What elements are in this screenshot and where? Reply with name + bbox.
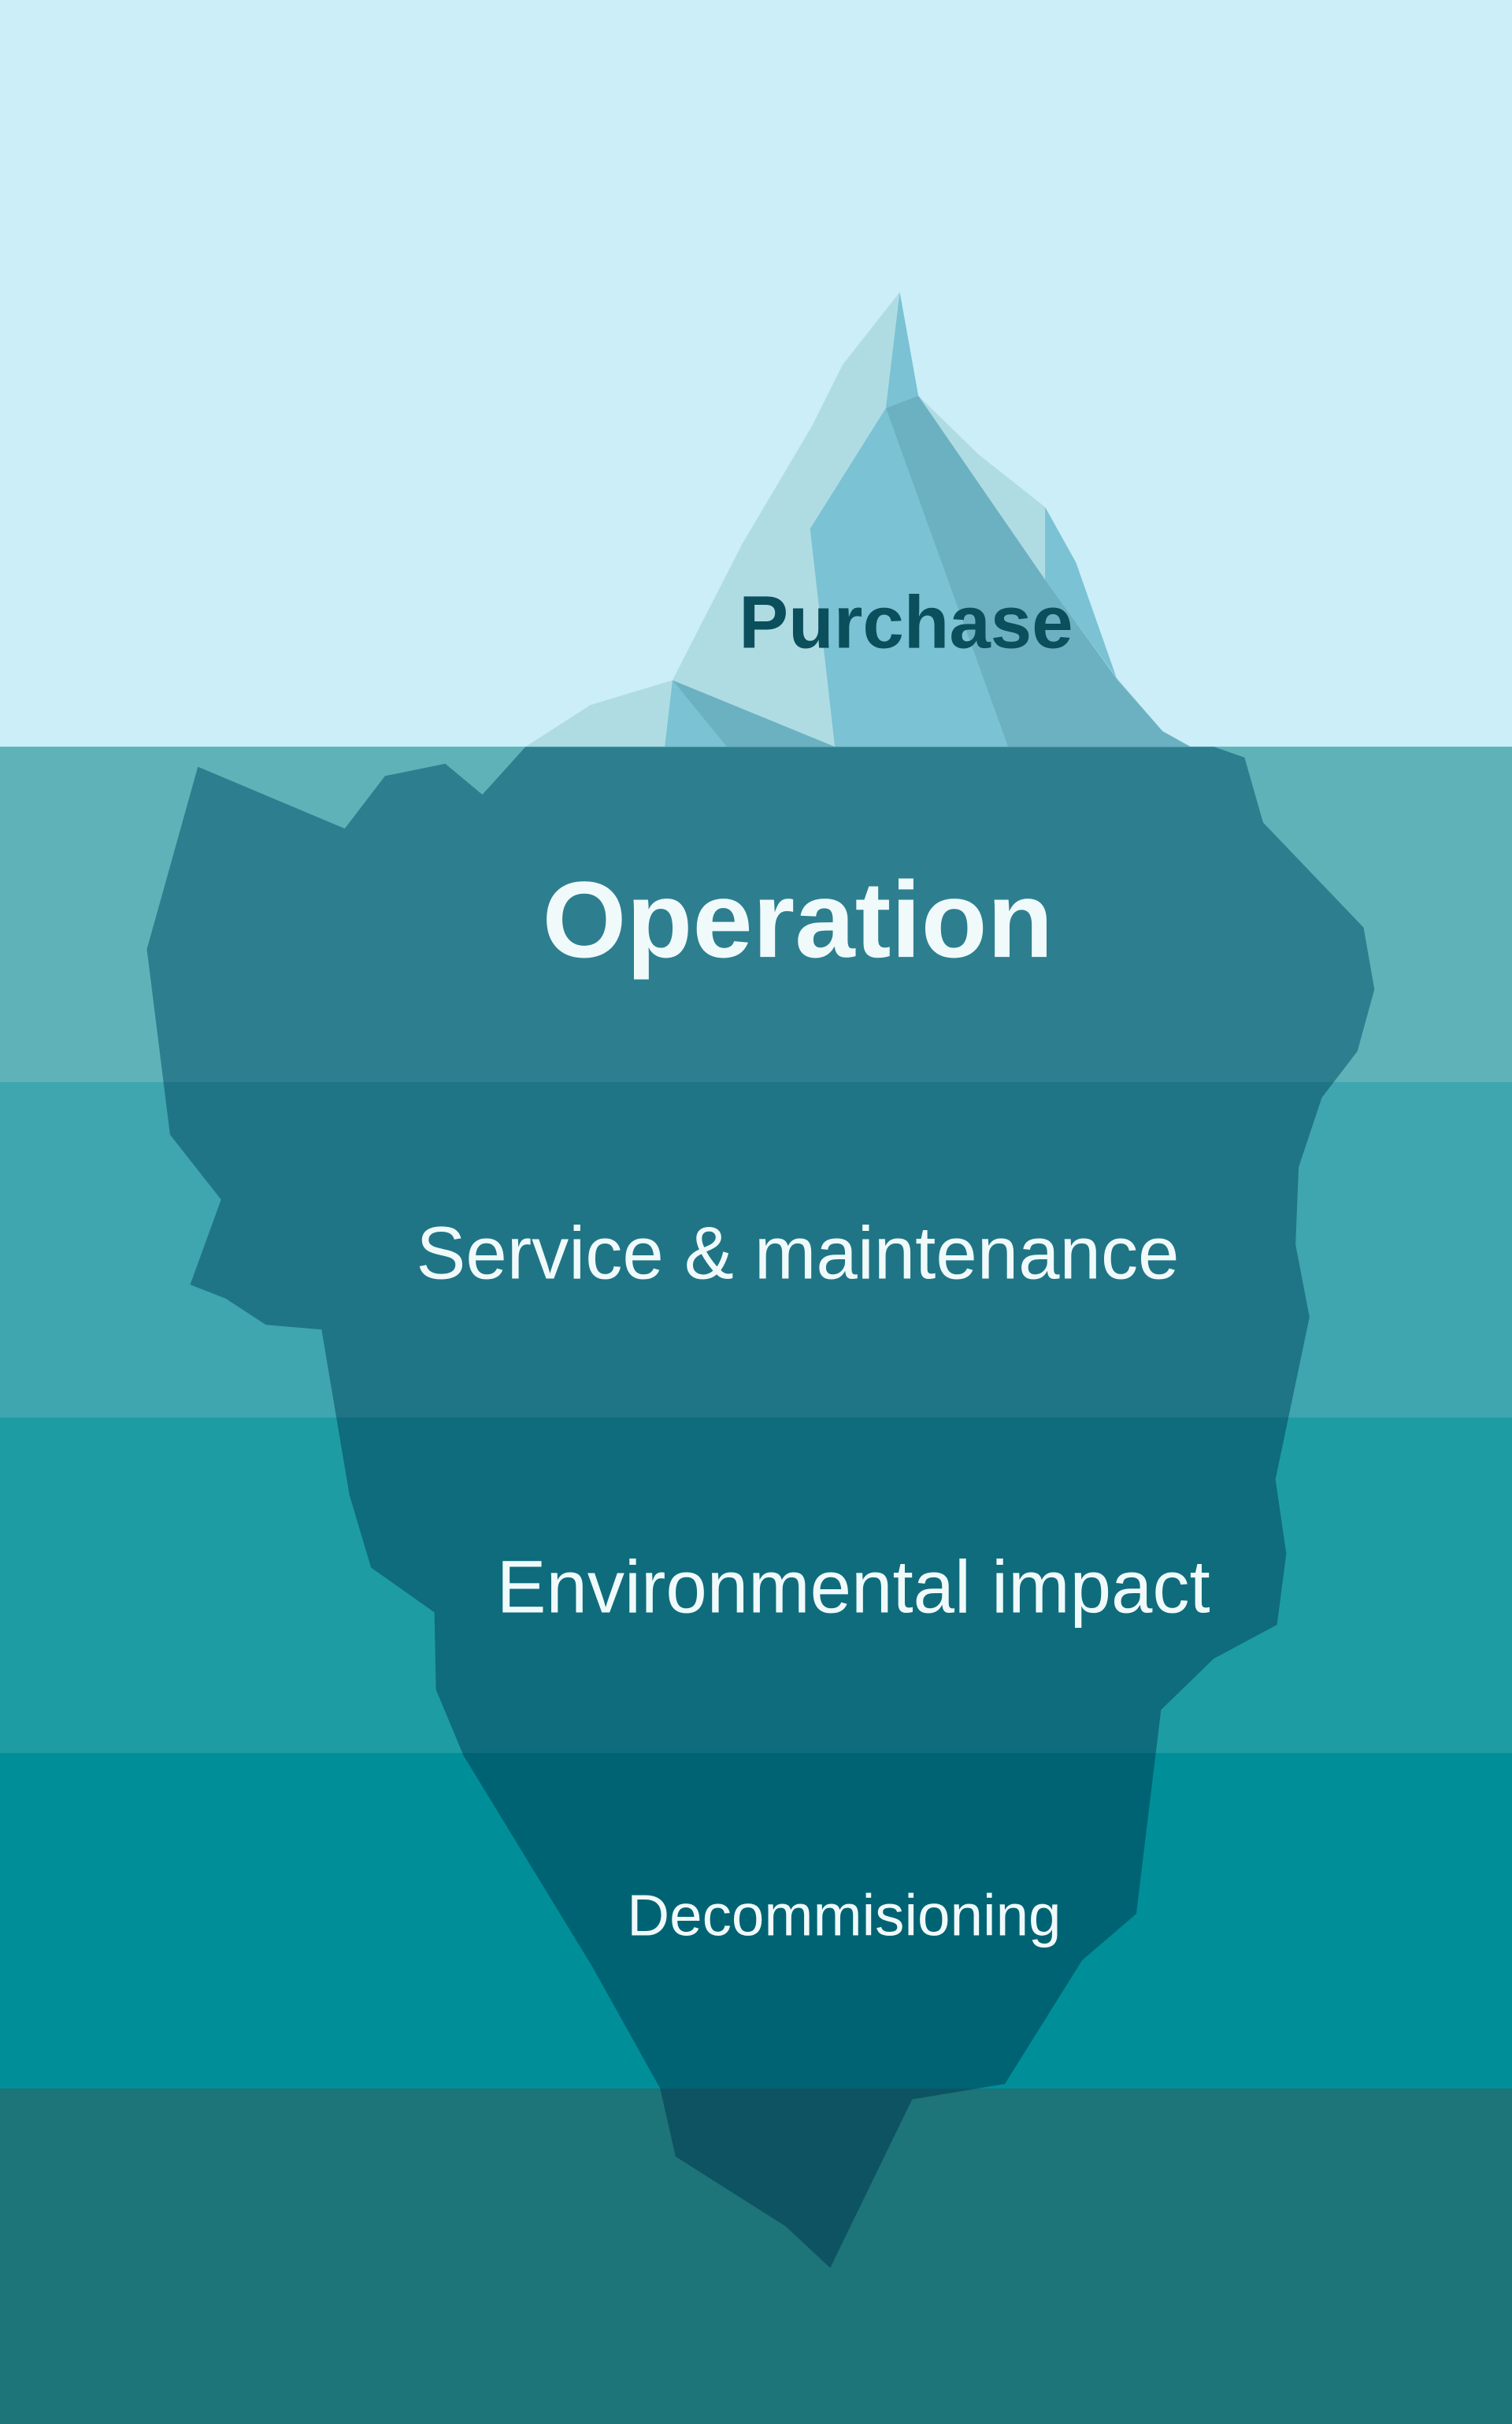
layer-service-maintenance: Service & maintenance — [417, 1211, 1180, 1294]
layer-operation: Operation — [543, 860, 1054, 980]
layer-decommissioning: Decommisioning — [627, 1882, 1061, 1948]
layer-purchase: Purchase — [739, 581, 1073, 664]
layer-environmental-impact: Environmental impact — [497, 1545, 1210, 1628]
iceberg-tip — [525, 292, 1191, 747]
